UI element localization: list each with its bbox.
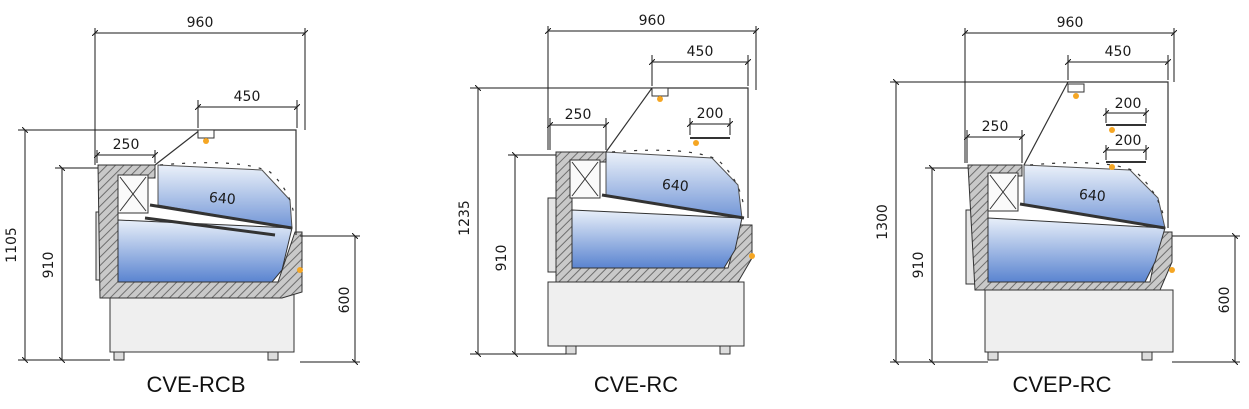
foot-right [267,351,279,361]
cabinet-cvep-rc: 960 450 250 200 200 640 1300 910 600 CVE… [875,15,1240,397]
base-body [984,289,1174,353]
dim-height-counter: 910 [911,252,927,279]
tray-upper [149,203,293,230]
tray-upper [1019,202,1166,230]
lamp-icon [693,140,699,146]
dim-shelf: 200 [697,106,724,122]
display-well [571,209,743,269]
foot-left [113,351,125,361]
lamp-icon [1109,164,1115,170]
dim-width: 960 [187,15,214,31]
display-well [987,217,1166,283]
dim-display-depth: 640 [661,177,689,195]
foot-left [987,351,999,361]
dim-display-depth: 640 [1078,187,1106,205]
dim-display-depth: 640 [208,190,236,208]
tray-upper [601,193,745,220]
cabinet-cve-rc: 960 450 250 200 640 1235 910 CVE-RC [457,13,756,397]
dim-shelf-upper: 200 [1115,96,1142,112]
front-glass [1023,81,1169,228]
dimension-lines [18,28,360,362]
lamp-icon [1109,127,1115,133]
tray-lower [144,216,276,237]
foot-right [1141,351,1153,361]
lamp-housing [1067,83,1085,93]
dim-height-front: 600 [1217,287,1233,314]
insulation-shell [97,164,303,299]
lamp-icon [1073,93,1079,99]
dim-width: 960 [639,13,666,29]
glass-canopy [159,162,295,216]
display-area [605,151,743,219]
dim-top-opening: 450 [234,89,261,105]
front-glass [154,129,297,235]
dim-rear-shelf: 250 [113,137,140,153]
dim-rear-shelf: 250 [982,119,1009,135]
model-label: CVE-RCB [146,372,245,397]
model-label: CVEP-RC [1012,372,1111,397]
dim-shelf-lower: 200 [1115,133,1142,149]
dim-height-front: 600 [337,287,353,314]
dim-height-total: 1105 [4,227,20,263]
dim-rear-shelf: 250 [565,107,592,123]
glass-canopy [1029,162,1165,219]
dim-height-total: 1235 [457,200,473,236]
foot-left [565,345,577,355]
dim-height-counter: 910 [494,245,510,272]
lamp-housing [651,87,669,97]
base-body [109,289,295,353]
lamp-icon [657,96,663,102]
dim-height-counter: 910 [41,252,57,279]
model-label: CVE-RC [594,372,678,397]
front-glass [605,87,749,218]
dimension-lines [890,28,1240,362]
dim-height-total: 1300 [875,204,891,240]
lamp-icon [297,267,303,273]
lamp-icon [203,138,209,144]
dim-top-opening: 450 [687,44,714,60]
lamp-icon [749,253,755,259]
lamp-housing [197,129,215,139]
dim-width: 960 [1057,15,1084,31]
display-area [157,164,293,229]
glass-canopy [611,149,745,209]
cabinet-cve-rcb: 960 450 250 640 1105 910 600 CVE-RCB [4,15,360,397]
dimension-lines [470,26,756,354]
dim-top-opening: 450 [1105,44,1132,60]
lamp-icon [1169,267,1175,273]
foot-right [719,345,731,355]
base-body [547,281,745,347]
display-well [117,219,293,283]
